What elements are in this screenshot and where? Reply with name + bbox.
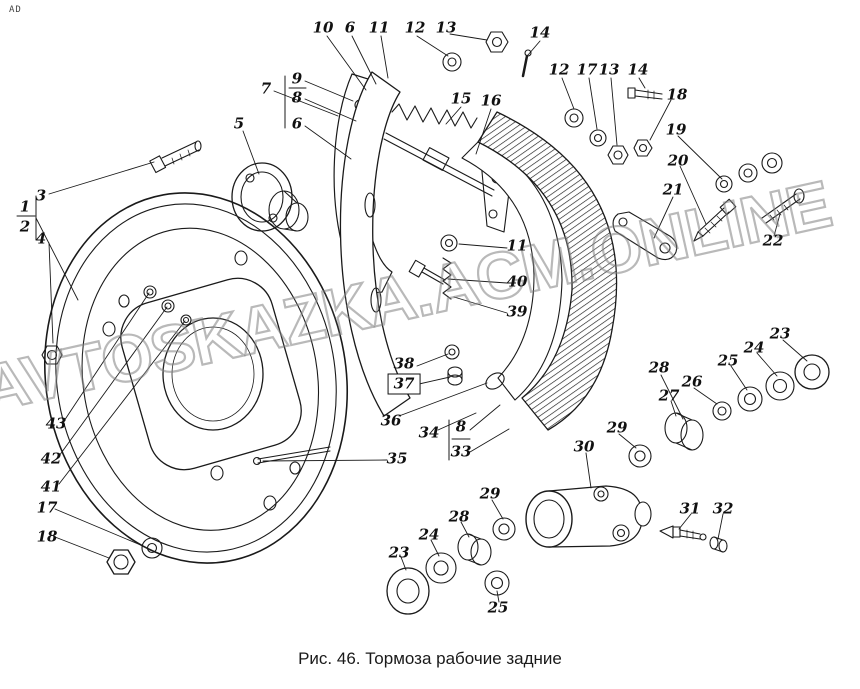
part-label-1: 1 — [19, 197, 31, 216]
part-label-6: 6 — [344, 18, 356, 37]
part-label-24: 24 — [418, 525, 440, 544]
part-label-9: 9 — [291, 69, 303, 88]
part-label-28: 28 — [448, 507, 470, 526]
bleeder-valve — [659, 525, 728, 553]
part-label-36: 36 — [380, 411, 402, 430]
part-label-16: 16 — [480, 91, 502, 110]
part-label-27: 27 — [658, 386, 680, 405]
part-label-11: 11 — [506, 236, 528, 255]
part-label-32: 32 — [712, 499, 734, 518]
part-label-15: 15 — [450, 89, 472, 108]
left-fasteners — [41, 140, 202, 575]
part-label-21: 21 — [662, 180, 684, 199]
piston-parts-bottom — [386, 517, 516, 615]
part-label-3: 3 — [35, 186, 47, 205]
part-label-33: 33 — [450, 442, 472, 461]
part-label-34: 34 — [418, 423, 440, 442]
part-label-37: 37 — [387, 373, 421, 395]
part-label-28: 28 — [648, 358, 670, 377]
part-label-2: 2 — [19, 217, 31, 236]
adjuster-and-spring — [383, 103, 513, 233]
hub-flange — [231, 162, 309, 232]
rear-brake-shoe — [461, 111, 618, 431]
part-label-14: 14 — [529, 23, 551, 42]
part-label-23: 23 — [769, 324, 791, 343]
part-label-40: 40 — [506, 272, 528, 291]
part-label-19: 19 — [665, 120, 687, 139]
part-label-41: 41 — [40, 477, 62, 496]
part-label-17: 17 — [36, 498, 58, 517]
part-label-39: 39 — [506, 302, 528, 321]
part-label-17: 17 — [576, 60, 598, 79]
part-label-30: 30 — [573, 437, 595, 456]
part-label-5: 5 — [233, 114, 245, 133]
wheel-cylinder — [525, 485, 652, 548]
part-label-13: 13 — [598, 60, 620, 79]
part-label-25: 25 — [717, 351, 739, 370]
part-label-24: 24 — [743, 338, 765, 357]
part-label-13: 13 — [435, 18, 457, 37]
part-label-43: 43 — [45, 414, 67, 433]
part-label-4: 4 — [35, 229, 47, 248]
top-fasteners — [442, 31, 805, 242]
part-label-35: 35 — [386, 449, 408, 468]
part-label-8: 8 — [455, 417, 467, 436]
piston-parts-right — [628, 354, 830, 468]
part-label-14: 14 — [627, 60, 649, 79]
part-label-18: 18 — [36, 527, 58, 546]
part-label-10: 10 — [312, 18, 334, 37]
part-label-38: 38 — [393, 354, 415, 373]
shoe-hold-down-parts — [408, 234, 463, 386]
part-label-11: 11 — [368, 18, 390, 37]
part-label-7: 7 — [260, 79, 272, 98]
part-label-29: 29 — [479, 484, 501, 503]
figure-caption: Рис. 46. Тормоза рабочие задние — [298, 649, 562, 668]
part-label-23: 23 — [388, 543, 410, 562]
backing-plate — [43, 192, 349, 564]
part-label-8: 8 — [291, 88, 303, 107]
part-label-18: 18 — [666, 85, 688, 104]
part-label-26: 26 — [681, 372, 703, 391]
part-label-20: 20 — [667, 151, 689, 170]
part-label-29: 29 — [606, 418, 628, 437]
part-label-31: 31 — [679, 499, 701, 518]
front-brake-shoe — [339, 71, 411, 417]
part-label-12: 12 — [404, 18, 426, 37]
part-label-42: 42 — [40, 449, 62, 468]
part-label-6: 6 — [291, 114, 303, 133]
lever — [612, 211, 678, 261]
part-label-12: 12 — [548, 60, 570, 79]
part-label-25: 25 — [487, 598, 509, 617]
corner-mark: AD — [9, 5, 22, 15]
leader-lines — [35, 33, 808, 603]
part-label-22: 22 — [762, 231, 784, 250]
